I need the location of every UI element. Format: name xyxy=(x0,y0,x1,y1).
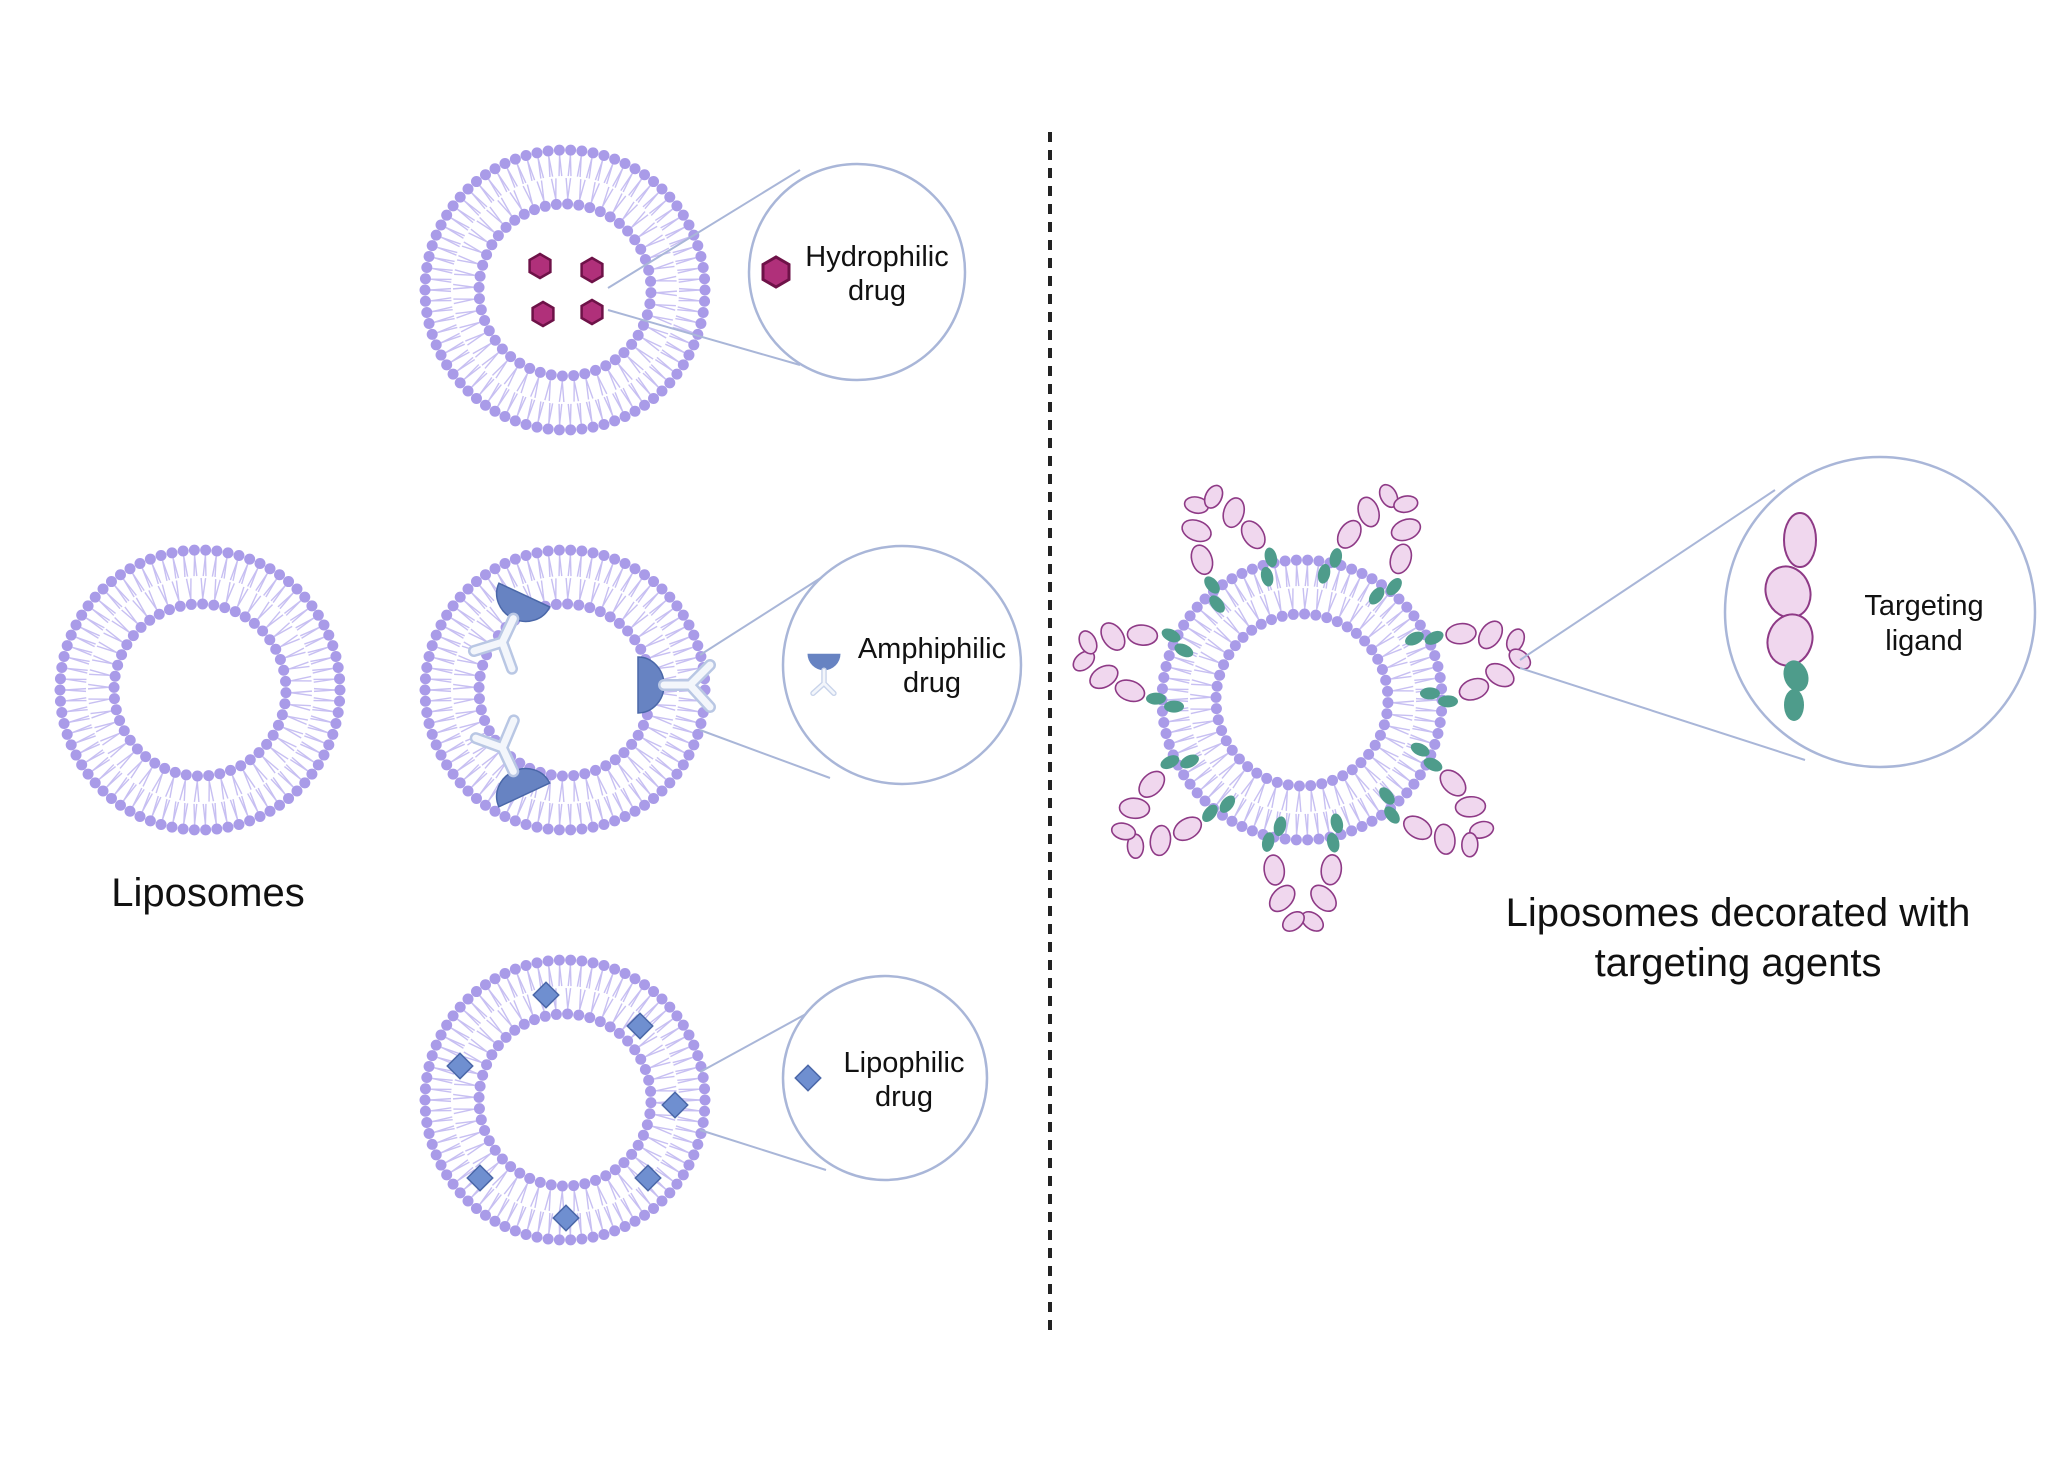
hydrophilic-label-line2: drug xyxy=(848,275,906,307)
targeting-ligand xyxy=(1126,795,1236,860)
lipid-tails xyxy=(65,555,335,825)
amphiphilic-drug xyxy=(637,656,716,714)
targeting-ligand xyxy=(1379,787,1479,858)
lipid-heads xyxy=(419,544,711,836)
targeting-ligand xyxy=(1181,496,1225,613)
lipophilic-drug xyxy=(446,1052,474,1080)
targeting-ligand xyxy=(1110,754,1199,841)
amphiphilic-drug xyxy=(469,714,551,808)
liposomes-caption: Liposomes xyxy=(111,871,304,915)
targeting-ligand xyxy=(1317,483,1399,584)
amphiphilic-drug xyxy=(467,582,551,675)
lipid-tails xyxy=(430,155,700,425)
targeting-ligand-group xyxy=(1072,483,1532,932)
amphiphilic-drug-group xyxy=(467,582,716,808)
lipophilic-drug xyxy=(626,1012,654,1040)
lipid-tails xyxy=(1167,565,1437,835)
targeting-ligand xyxy=(1419,648,1532,708)
lipid-tails xyxy=(430,965,700,1235)
targeting-ligand xyxy=(1203,484,1278,587)
lipid-heads xyxy=(419,144,711,436)
liposome-hydrophilic xyxy=(419,144,711,436)
hydrophilic-drug xyxy=(580,256,604,284)
hydrophilic-drug-group xyxy=(528,252,604,328)
lipid-heads xyxy=(54,544,346,836)
hexagon-icon xyxy=(761,255,791,289)
targeting-ligand xyxy=(1072,650,1185,713)
targeting-ligand xyxy=(1261,816,1305,932)
amphiphilic-label-line2: drug xyxy=(903,667,961,699)
lipophilic-inset xyxy=(781,974,989,1182)
lipophilic-label-line1: Lipophilic xyxy=(844,1047,965,1079)
targeting-label-line1: Targeting xyxy=(1864,590,1983,622)
lipid-heads xyxy=(1156,554,1448,846)
lipophilic-drug xyxy=(661,1091,689,1119)
hydrophilic-drug xyxy=(528,252,552,280)
targeting-ligand xyxy=(1368,495,1422,605)
hydrophilic-drug xyxy=(531,300,555,328)
liposome-decorated xyxy=(1156,554,1448,846)
amphiphilic-inset xyxy=(781,544,1023,786)
lipid-heads xyxy=(419,954,711,1246)
cup-antibody-icon xyxy=(807,653,841,697)
amphiphilic-label-line1: Amphiphilic xyxy=(858,633,1006,665)
targeting-ligand xyxy=(1405,620,1526,653)
ligand-chain-icon xyxy=(1764,512,1817,721)
targeting-ligand xyxy=(1410,742,1495,839)
lipophilic-drug-group xyxy=(446,981,689,1232)
targeting-label-line2: ligand xyxy=(1885,625,1962,657)
callout-lines xyxy=(607,169,1806,1171)
hydrophilic-label-line1: Hydrophilic xyxy=(805,241,948,273)
decorated-caption-line2: targeting agents xyxy=(1595,941,1882,985)
decorated-caption-line1: Liposomes decorated with xyxy=(1506,891,1971,935)
lipophilic-drug xyxy=(634,1164,662,1192)
lipophilic-drug xyxy=(466,1164,494,1192)
hydrophilic-drug xyxy=(580,298,604,326)
diamond-icon xyxy=(794,1064,822,1092)
liposome-plain xyxy=(54,544,346,836)
hydrophilic-inset xyxy=(747,162,967,382)
targeting-ligand xyxy=(1300,813,1344,932)
targeting-ligand xyxy=(1078,622,1194,658)
lipophilic-label-line2: drug xyxy=(875,1081,933,1113)
lipophilic-drug xyxy=(532,981,560,1009)
lipophilic-drug xyxy=(552,1204,580,1232)
